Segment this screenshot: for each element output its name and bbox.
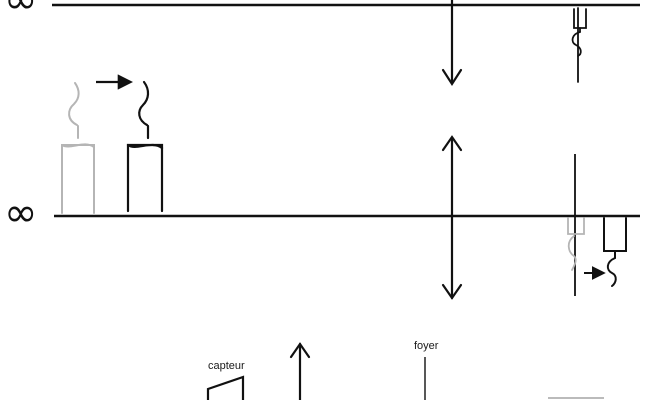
lens-arrow-bottom <box>289 342 311 402</box>
candle-ghost <box>61 82 95 214</box>
sensor-shape <box>206 375 245 400</box>
label-capteur: capteur <box>208 360 245 372</box>
lens-arrow-mid <box>441 135 463 300</box>
image-ghost <box>567 217 585 271</box>
candle-image-top <box>571 7 587 83</box>
lens-arrow-top <box>441 0 463 87</box>
infinity-symbol-top: ∞ <box>4 0 38 23</box>
infinity-symbol-mid: ∞ <box>4 190 38 236</box>
label-foyer: foyer <box>414 340 439 352</box>
image-object <box>603 217 627 287</box>
candle-object <box>126 80 164 213</box>
